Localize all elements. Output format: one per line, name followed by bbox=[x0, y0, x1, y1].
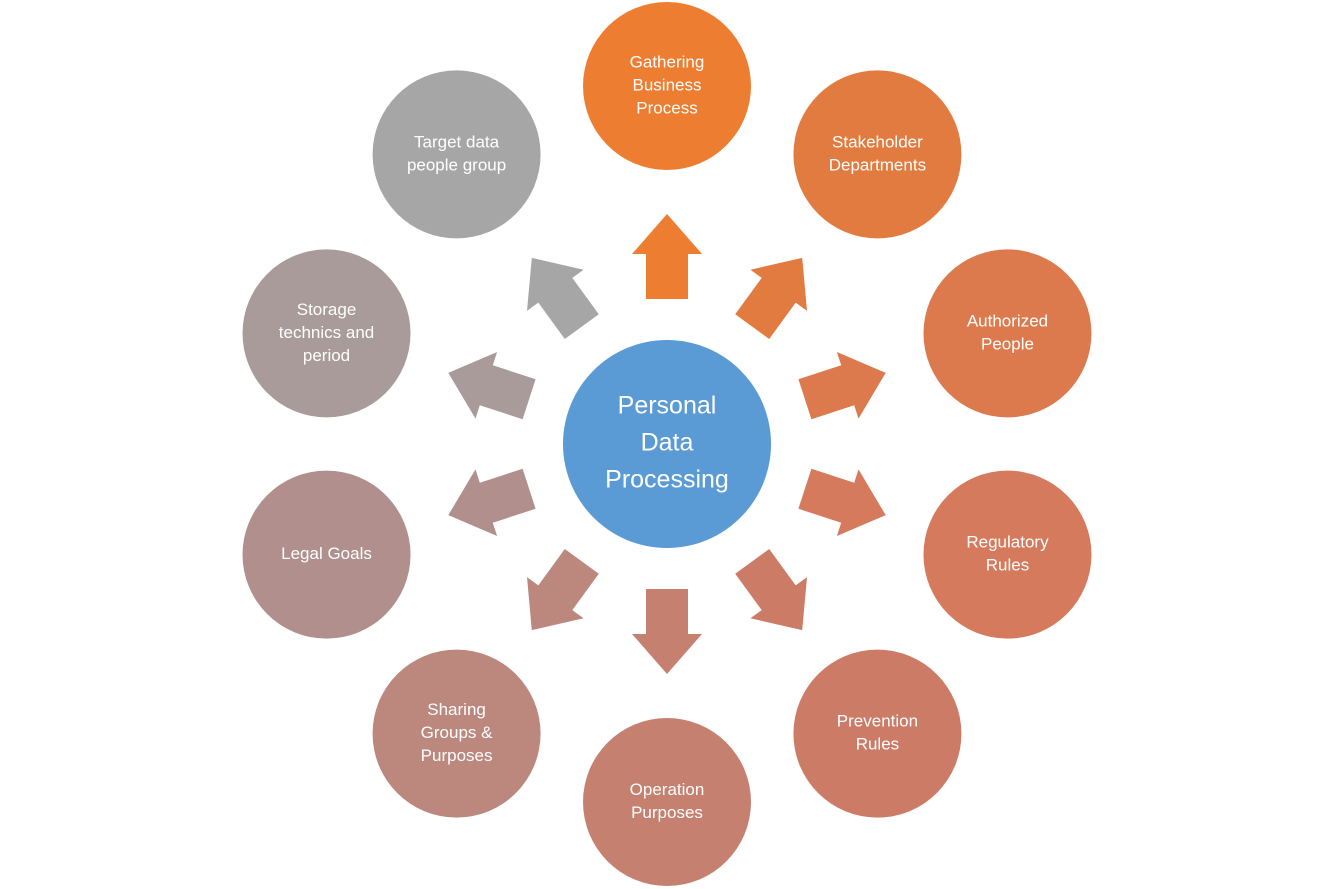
operation-purposes-circle bbox=[583, 718, 751, 886]
center-label-line-3: Processing bbox=[605, 466, 729, 494]
arrow-to-authorized-people bbox=[798, 352, 886, 420]
center-label-line-2: Data bbox=[641, 429, 694, 457]
legal-goals-circle bbox=[242, 470, 411, 639]
sharing-groups-purposes-circle bbox=[372, 649, 541, 818]
node-storage-technics-period: Storage technics and period bbox=[242, 249, 411, 418]
arrow-to-operation-purposes bbox=[632, 589, 702, 674]
center-label-line-1: Personal bbox=[618, 392, 717, 420]
arrow-to-target-data-people-group bbox=[527, 257, 599, 339]
storage-technics-period-circle bbox=[242, 249, 411, 418]
node-target-data-people-group: Target data people group bbox=[372, 70, 541, 239]
operation-purposes-label-line-1: Operation bbox=[630, 780, 705, 799]
arrow-to-stakeholder-departments bbox=[735, 257, 807, 339]
target-data-people-group-circle bbox=[372, 70, 541, 239]
operation-purposes-label-line-2: Purposes bbox=[631, 803, 703, 822]
stakeholder-departments-label-line-2: Departments bbox=[829, 155, 926, 174]
node-legal-goals: Legal Goals bbox=[242, 470, 411, 639]
stakeholder-departments-label-line-1: Stakeholder bbox=[832, 132, 923, 151]
nodes-group: GatheringBusinessProcessStakeholderDepar… bbox=[242, 2, 1092, 886]
regulatory-rules-label-line-1: Regulatory bbox=[966, 533, 1049, 552]
arrow-to-legal-goals bbox=[448, 468, 536, 536]
regulatory-rules-circle bbox=[923, 470, 1092, 639]
arrows-group bbox=[448, 214, 886, 674]
prevention-rules-circle bbox=[793, 649, 962, 818]
sharing-groups-purposes-label-line-2: Groups & bbox=[421, 723, 493, 742]
authorized-people-label-line-1: Authorized bbox=[967, 311, 1048, 330]
gathering-business-process-circle bbox=[583, 2, 751, 170]
gathering-business-process-label-line-3: Process bbox=[636, 98, 697, 117]
prevention-rules-label-line-1: Prevention bbox=[837, 712, 918, 731]
sharing-groups-purposes-label-line-1: Sharing bbox=[427, 700, 486, 719]
stakeholder-departments-circle bbox=[793, 70, 962, 239]
legal-goals-label-line-1: Legal Goals bbox=[281, 544, 372, 563]
prevention-rules-label-line-2: Rules bbox=[856, 735, 899, 754]
target-data-people-group-label-line-1: Target data bbox=[414, 132, 500, 151]
gathering-business-process-label-line-2: Business bbox=[633, 75, 702, 94]
storage-technics-period-label-line-3: period bbox=[303, 346, 350, 365]
storage-technics-period-label-line-1: Storage bbox=[297, 300, 357, 319]
regulatory-rules-label-line-2: Rules bbox=[986, 556, 1029, 575]
arrow-to-regulatory-rules bbox=[798, 468, 886, 536]
center-circle bbox=[563, 340, 771, 548]
gathering-business-process-label-line-1: Gathering bbox=[630, 52, 705, 71]
authorized-people-label-line-2: People bbox=[981, 334, 1034, 353]
sharing-groups-purposes-label-line-3: Purposes bbox=[421, 746, 493, 765]
arrow-to-storage-technics-period bbox=[448, 352, 536, 420]
arrow-to-sharing-groups-purposes bbox=[527, 549, 599, 631]
arrow-to-prevention-rules bbox=[735, 549, 807, 631]
arrow-to-gathering-business-process bbox=[632, 214, 702, 299]
target-data-people-group-label-line-2: people group bbox=[407, 155, 506, 174]
storage-technics-period-label-line-2: technics and bbox=[279, 323, 374, 342]
authorized-people-circle bbox=[923, 249, 1092, 418]
